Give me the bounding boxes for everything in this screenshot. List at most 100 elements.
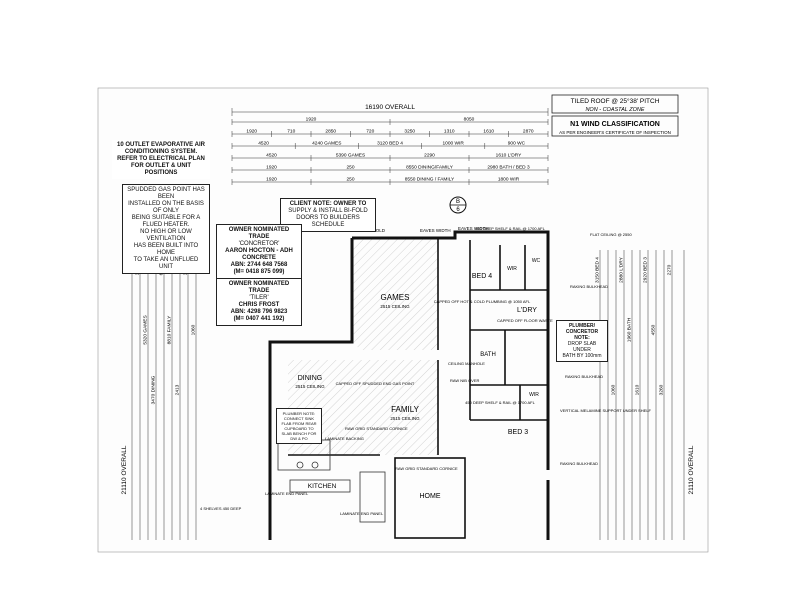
aircon-note: 10 OUTLET EVAPORATIVE AIR CONDITIONING S…: [112, 140, 210, 179]
room-games-ceiling: 2515 CEILING: [380, 304, 410, 309]
laminate-end-panel-2: LAMINATE END PANEL: [340, 511, 384, 516]
wind-classification: N1 WIND CLASSIFICATION: [570, 121, 660, 128]
internal-walls: [288, 238, 548, 539]
dim-row-value: 1310: [444, 129, 455, 135]
room-kitchen: KITCHEN: [308, 483, 337, 490]
dim-row-value: 1920: [306, 117, 317, 123]
gas-point-note: SPUDDED GAS POINT HAS BEEN INSTALLED ON …: [122, 184, 210, 274]
dim-col-value: 1060: [191, 324, 197, 335]
dim-col-value: 4550: [651, 324, 657, 335]
overall-height-dimension: [131, 250, 685, 540]
dim-row-value: 8050: [464, 117, 475, 123]
room-bed4: BED 4: [472, 273, 492, 280]
nib-note: RAW NIB OVER: [450, 378, 480, 383]
dim-row-value: 1610: [483, 129, 494, 135]
dim-row-value: 1920: [266, 177, 277, 183]
dim-row-value: 2850: [325, 129, 336, 135]
overall-height-left: 21110 OVERALL: [121, 445, 128, 494]
games-hatch: [352, 238, 438, 350]
dim-col-value: 1610: [635, 384, 641, 395]
flat-ceiling-note: FLAT CEILING @ 2550: [590, 232, 632, 237]
top-dimension-rows: 1920 8050 1920 710 2850 720 3250 1310 1610 2870 45…: [231, 117, 549, 185]
cornice-note-2: RAW GRID STANDARD CORNICE: [395, 466, 458, 471]
dim-col-value: 3260: [659, 384, 665, 395]
room-home: HOME: [420, 493, 441, 500]
overall-height-right: 21110 OVERALL: [688, 445, 695, 494]
plumber-sink-note: PLUMBER NOTE: CONNECT SINK FLAB FROM REA…: [276, 408, 322, 444]
room-bed3: BED 3: [508, 429, 528, 436]
dim-row-value: 250: [346, 177, 354, 183]
external-walls: [268, 230, 550, 540]
cornice-note-1: RAW GRID STANDARD CORNICE: [345, 426, 408, 431]
room-dining-ceiling: 2515 CEILING: [295, 384, 325, 389]
room-wir-bottom: WIR: [529, 392, 539, 398]
overall-width-dimension: [231, 108, 549, 116]
dim-row-value: 1920: [266, 165, 277, 171]
dim-row-value: 4240 GAMES: [312, 141, 341, 147]
section-marker: B 6: [449, 196, 467, 214]
raking-bulkhead-2: RAKING BULKHEAD: [565, 374, 603, 379]
tiler-note: OWNER NOMINATED TRADE 'TILER' CHRIS FROS…: [216, 278, 302, 326]
section-number: 6: [456, 207, 460, 213]
room-wc: WC: [532, 258, 541, 264]
dim-col-value: 2920 BED 3: [643, 257, 649, 283]
dim-row-value: 4520: [266, 153, 277, 159]
melamine-note: VERTICAL MELAMINE SUPPORT UNDER SHELF: [560, 408, 652, 413]
room-family: FAMILY: [391, 405, 420, 414]
room-laundry: L'DRY: [517, 307, 537, 314]
dim-col-value: 2270: [667, 264, 673, 275]
laminate-end-panel-1: LAMINATE END PANEL: [265, 491, 309, 496]
dim-row-value: 5390 GAMES: [336, 153, 365, 159]
dim-row-value: 2290: [424, 153, 435, 159]
spudded-gas: CAPPED OFF SPUDDED END GAS POINT: [336, 381, 415, 386]
dining-family-hatch: [288, 360, 438, 455]
dim-col-value: 1960 BATH: [627, 317, 633, 342]
roof-spec: TILED ROOF @ 25°38' PITCH: [571, 97, 660, 105]
dim-row-value: 250: [346, 165, 354, 171]
dim-row-value: 720: [366, 129, 374, 135]
dim-row-value: 710: [287, 129, 295, 135]
dim-col-value: 1060: [611, 384, 617, 395]
dim-col-value: 2880 L'DRY: [619, 256, 625, 282]
manhole-note: CEILING MANHOLE: [448, 361, 485, 366]
room-bath: BATH: [480, 352, 496, 358]
dim-col-value: 2413: [175, 384, 181, 395]
kitchen-benches: [277, 439, 386, 523]
dim-row-value: 4520: [258, 141, 269, 147]
dim-col-value: 8810 FAMILY: [167, 315, 173, 345]
dim-row-value: 2870: [523, 129, 534, 135]
raking-bulkhead-3: RAKING BULKHEAD: [560, 461, 598, 466]
room-games: GAMES: [381, 293, 410, 302]
section-letter: B: [456, 199, 460, 205]
dim-row-value: 1000 WIR: [443, 141, 465, 147]
dim-col-value: 5320 GAMES: [143, 315, 149, 344]
concretor-note: OWNER NOMINATED TRADE 'CONCRETOR' AARON …: [216, 224, 302, 279]
overall-width-label: 16190 OVERALL: [365, 104, 415, 111]
engineer-note: AS PER ENGINEER'S CERTIFICATE OF INSPECT…: [559, 130, 671, 135]
eaves-label-2: EAVES WIDTH: [458, 226, 489, 231]
dim-row-value: 8550 DINING/FAMILY: [406, 165, 454, 171]
dim-row-value: 2980 BATH / BED 3: [487, 165, 530, 171]
dim-col-value: 3470 DINING: [151, 375, 157, 404]
title-block: TILED ROOF @ 25°38' PITCH NON - COASTAL …: [551, 94, 679, 137]
dim-row-value: 3120 BED 4: [377, 141, 403, 147]
dim-row-value: 1800 WIR: [498, 177, 520, 183]
plumber-concretor-note: PLUMBER/ CONCRETOR NOTE: DROP SLAB UNDER…: [556, 320, 608, 362]
room-dining: DINING: [298, 375, 323, 382]
room-family-ceiling: 2515 CEILING: [390, 416, 420, 421]
dim-col-value: 3150 BED 4: [595, 257, 601, 283]
raking-bulkhead-1: RAKING BULKHEAD: [570, 284, 608, 289]
capped-laundry: CAPPED OFF FLOOR WASTE: [497, 318, 553, 323]
eaves-label-1: EAVES WIDTH: [420, 228, 451, 233]
dim-row-value: 3250: [404, 129, 415, 135]
laminate-backing: LAMINATE BACKING: [325, 436, 364, 441]
zone-spec: NON - COASTAL ZONE: [585, 107, 644, 113]
shelf-note-bottom: 450 DEEP SHELF & RAIL @ 1700 AFL: [465, 400, 535, 405]
dim-row-value: 8550 DINING / FAMILY: [405, 177, 455, 183]
shelves-note: 4 SHELVES 450 DEEP: [200, 506, 242, 511]
room-wir-top: WIR: [507, 266, 517, 272]
dim-row-value: 1610 L'DRY: [496, 153, 522, 159]
dim-row-value: 900 WC: [508, 141, 526, 147]
